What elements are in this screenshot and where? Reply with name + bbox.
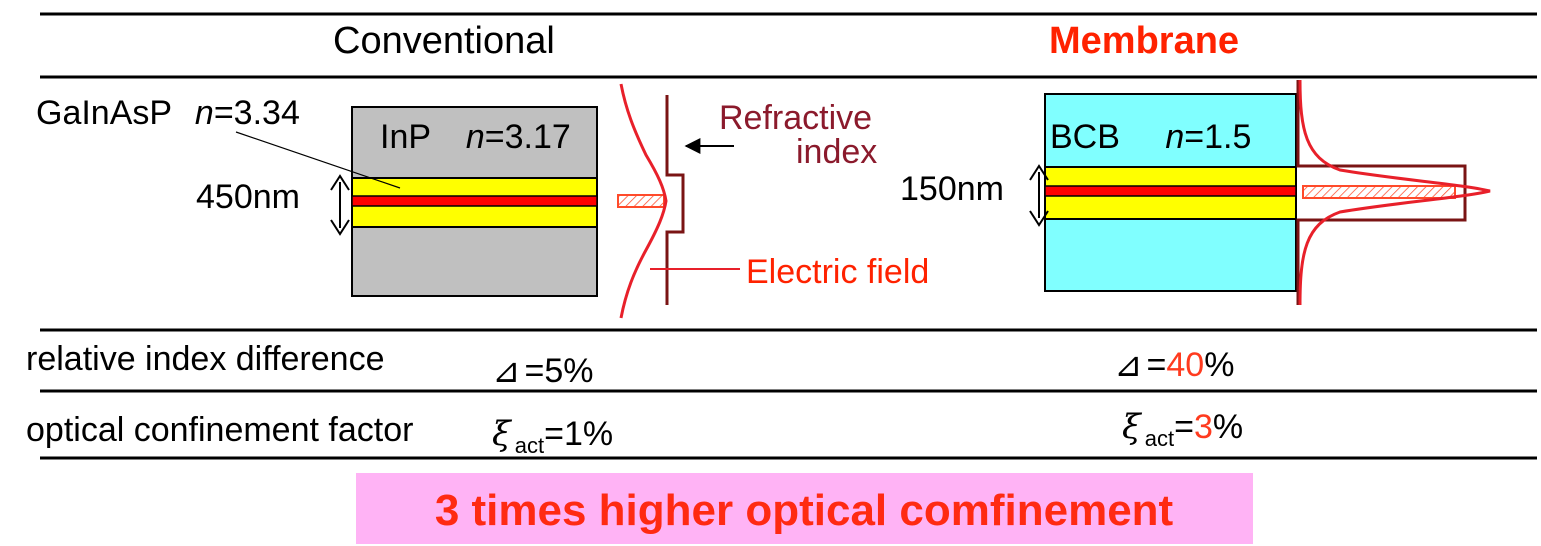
active-layer bbox=[351, 195, 598, 207]
conventional-waveguide bbox=[351, 106, 598, 297]
refractive-index-label-line1: Refractive bbox=[719, 99, 872, 137]
membrane-mode-box bbox=[1302, 185, 1456, 199]
conclusion-banner-text: 3 times higher optical comfinement bbox=[435, 486, 1174, 535]
membrane-active-layer bbox=[1044, 185, 1297, 197]
membrane-thickness-arrowhead-bottom bbox=[1029, 210, 1049, 227]
gainasp-leader-line bbox=[235, 131, 401, 189]
conventional-thickness-arrowhead-top bbox=[330, 174, 350, 191]
membrane-thickness-arrowhead-top bbox=[1029, 164, 1049, 181]
conventional-index-difference: ⊿=5% bbox=[492, 352, 594, 390]
electric-field-label: Electric field bbox=[746, 253, 929, 291]
conventional-field-curve bbox=[619, 83, 668, 319]
refractive-index-label-line2: index bbox=[796, 133, 877, 171]
membrane-waveguide bbox=[1044, 93, 1297, 292]
conventional-thickness-arrowhead-bottom bbox=[330, 219, 350, 236]
membrane-index-profile bbox=[1296, 80, 1467, 305]
inp-label: InP n=3.17 bbox=[380, 118, 571, 156]
conventional-mode-box bbox=[617, 194, 665, 208]
membrane-field-curve bbox=[1298, 79, 1491, 306]
membrane-thickness-label: 150nm bbox=[900, 170, 1004, 208]
optical-confinement-factor-label: optical confinement factor bbox=[26, 411, 413, 449]
conventional-heading: Conventional bbox=[333, 20, 555, 62]
membrane-heading: Membrane bbox=[1049, 20, 1239, 62]
conventional-index-profile bbox=[665, 95, 685, 305]
membrane-index-difference: ⊿=40% bbox=[1114, 346, 1234, 384]
relative-index-difference-label: relative index difference bbox=[26, 340, 384, 378]
conventional-thickness-label: 450nm bbox=[196, 178, 300, 216]
conclusion-banner bbox=[356, 473, 1253, 544]
gainasp-label: GaInAsP n=3.34 bbox=[36, 94, 300, 132]
bcb-label: BCB n=1.5 bbox=[1050, 118, 1251, 156]
